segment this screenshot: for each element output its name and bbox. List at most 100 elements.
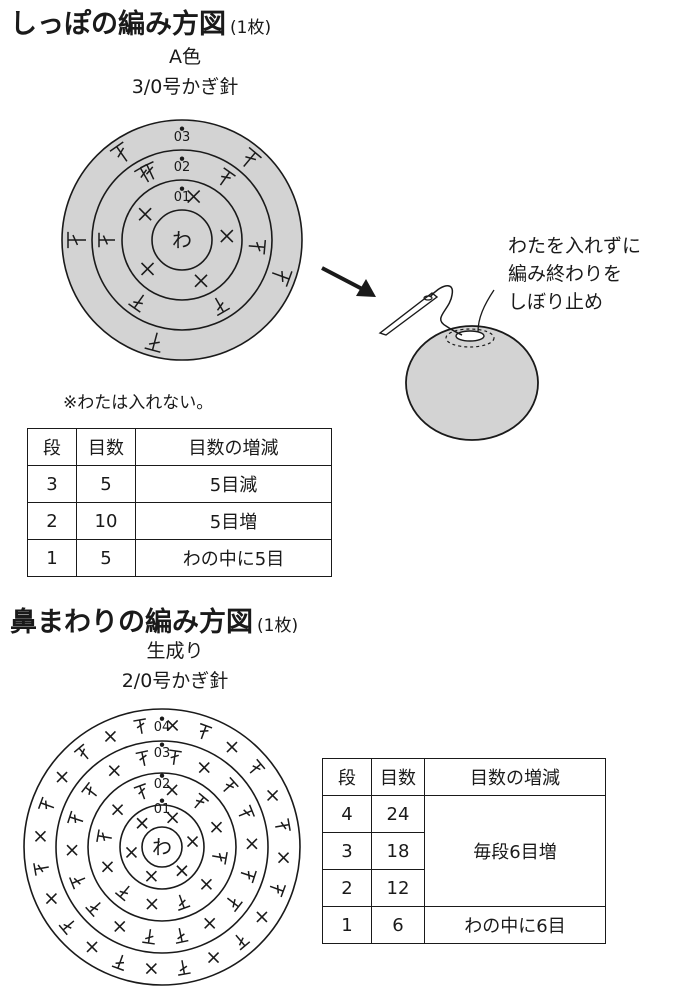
double-crochet-symbol — [243, 146, 262, 167]
double-crochet-symbol — [114, 885, 130, 902]
single-crochet-symbol — [114, 920, 126, 933]
single-crochet-symbol — [145, 870, 157, 882]
header-round: 段 — [27, 428, 77, 466]
single-crochet-symbol — [194, 274, 208, 288]
symbol-stroke — [194, 792, 210, 809]
double-crochet-symbol — [194, 792, 210, 809]
cell-stitches: 18 — [371, 832, 425, 870]
nose-hook-label: 2/0号かぎ針 — [121, 670, 229, 692]
symbol-stroke — [248, 239, 267, 255]
nose-center-ring — [141, 826, 183, 868]
symbol-stroke — [178, 894, 191, 911]
double-crochet-symbol — [169, 749, 182, 765]
double-crochet-symbol — [133, 718, 146, 734]
tail-color-label: A色 — [169, 46, 201, 68]
round-number-label: 01 — [174, 190, 191, 205]
cell-change: わの中に5目 — [135, 539, 332, 577]
cell-round: 1 — [27, 539, 77, 577]
double-crochet-symbol — [212, 851, 228, 865]
symbol-stroke — [144, 332, 161, 353]
double-crochet-symbol — [133, 783, 146, 800]
double-crochet-symbol — [37, 796, 55, 810]
round-start-dot — [159, 773, 165, 778]
symbol-stroke — [212, 851, 228, 865]
single-crochet-symbol — [45, 892, 57, 905]
finish-callout: わたを入れずに 編み終わりを しぼり止め — [508, 232, 641, 316]
header-stitches: 目数 — [76, 428, 136, 466]
single-crochet-symbol — [256, 911, 268, 923]
cell-change-merged: 毎段6目増 — [424, 795, 606, 907]
symbol-stroke — [275, 818, 291, 831]
symbol-stroke — [249, 758, 266, 774]
symbol-stroke — [240, 870, 257, 884]
double-crochet-symbol — [275, 818, 291, 831]
symbol-stroke — [111, 954, 125, 972]
nose-round-2-ring — [87, 772, 237, 922]
symbol-stroke — [235, 934, 251, 951]
symbol-stroke — [98, 232, 115, 248]
round-start-dot — [159, 716, 165, 721]
double-crochet-symbol — [58, 920, 75, 936]
single-crochet-symbol — [246, 838, 258, 850]
single-crochet-symbol — [210, 821, 223, 833]
single-crochet-symbol — [125, 846, 138, 858]
table-row: 1 6 わの中に6目 — [322, 906, 606, 944]
cell-round: 3 — [27, 465, 77, 503]
tail-hook-label: 3/0号かぎ針 — [131, 76, 239, 98]
double-crochet-symbol — [96, 829, 112, 843]
tail-round-3-ring — [91, 149, 273, 331]
single-crochet-symbol — [56, 771, 68, 783]
double-crochet-symbol — [67, 231, 86, 249]
header-change: 目数の増減 — [424, 758, 606, 796]
cell-round: 3 — [322, 832, 372, 870]
double-crochet-symbol — [235, 934, 251, 951]
symbol-stroke — [133, 783, 146, 800]
single-crochet-symbol — [101, 861, 114, 873]
header-change: 目数の増減 — [135, 428, 332, 466]
cell-round: 2 — [322, 869, 372, 907]
single-crochet-symbol — [66, 844, 78, 856]
symbol-stroke — [269, 884, 287, 898]
symbol-stroke — [214, 297, 231, 317]
arrow-shaft — [321, 266, 369, 294]
symbol-stroke — [223, 776, 239, 793]
tail-count: (1枚) — [230, 18, 272, 38]
single-crochet-symbol — [200, 878, 212, 890]
symbol-stroke — [37, 796, 55, 810]
callout-line-1: わたを入れずに — [508, 235, 642, 257]
cell-round: 4 — [322, 795, 372, 833]
double-crochet-symbol — [144, 332, 161, 353]
no-stuffing-note: ※わたは入れない。 — [63, 393, 214, 413]
round-number-label: 01 — [154, 802, 171, 817]
symbol-stroke — [96, 829, 112, 843]
cell-stitches: 5 — [76, 539, 136, 577]
magic-ring-label: わ — [172, 228, 192, 252]
double-crochet-symbol — [109, 141, 128, 162]
round-start-dot — [179, 186, 185, 191]
single-crochet-symbol — [226, 741, 238, 753]
header-stitches: 目数 — [371, 758, 425, 796]
single-crochet-symbol — [34, 830, 47, 842]
table-row: 4 24 毎段6目増 — [322, 795, 606, 907]
gather-stitch-line — [445, 328, 495, 348]
symbol-stroke — [169, 749, 182, 765]
round-number-label: 02 — [174, 160, 191, 175]
double-crochet-symbol — [175, 928, 189, 944]
callout-line-2: 編み終わりを — [508, 263, 623, 285]
single-crochet-symbol — [267, 789, 279, 802]
nose-outer-edge — [23, 708, 301, 986]
nose-round-1-ring — [119, 804, 205, 890]
tail-stitch-table: 段 目数 目数の増減 3 5 5目減 2 10 5目増 1 5 わの中に5目 — [27, 428, 332, 577]
symbol-stroke — [67, 810, 84, 824]
double-crochet-symbol — [238, 804, 255, 817]
stuffed-ball — [405, 325, 539, 441]
ball-drawing — [321, 266, 539, 441]
cell-stitches: 12 — [371, 869, 425, 907]
symbol-stroke — [69, 877, 86, 890]
double-crochet-symbol — [219, 167, 236, 186]
gathered-opening — [455, 330, 485, 342]
nose-title-text: 鼻まわりの編み方図 — [10, 607, 253, 638]
double-crochet-symbol — [223, 776, 239, 793]
